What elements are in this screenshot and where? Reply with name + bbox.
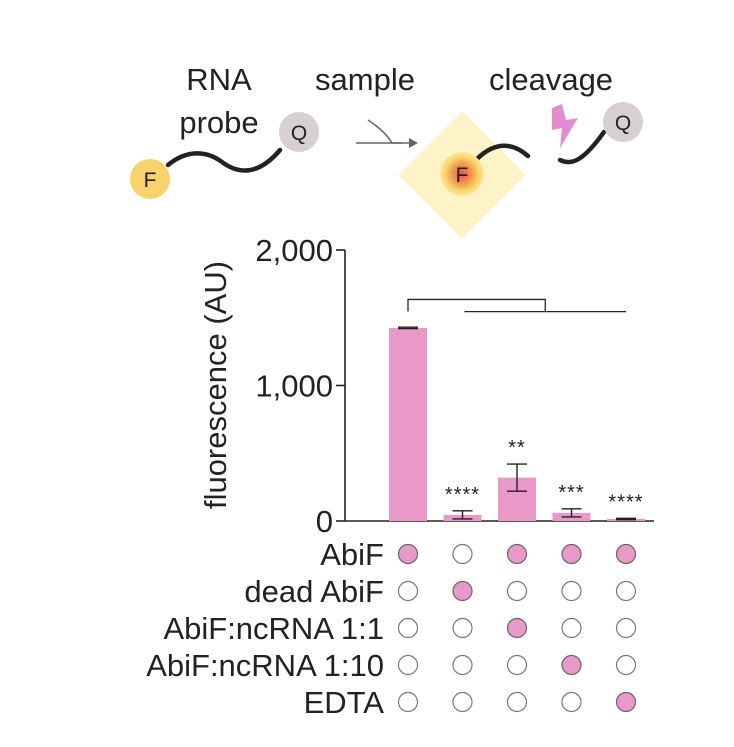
condition-dot-r0-c0 bbox=[397, 543, 419, 565]
rna-probe-label-line2: probe bbox=[179, 105, 258, 140]
condition-dot-r0-c3 bbox=[561, 543, 582, 565]
condition-label-0: AbiF bbox=[320, 537, 384, 572]
cleaved-strand-left bbox=[475, 143, 531, 161]
condition-dot-r3-c1 bbox=[452, 654, 473, 676]
condition-dot-r1-c3 bbox=[561, 580, 582, 602]
condition-dot-r3-c2 bbox=[506, 654, 528, 676]
condition-dot-r4-c0 bbox=[397, 691, 419, 713]
significance-label-2: ** bbox=[508, 437, 526, 459]
condition-label-3: AbiF:ncRNA 1:10 bbox=[146, 648, 384, 683]
rna-probe-label-line1: RNA bbox=[186, 62, 252, 97]
assay-schematic: RNA probe sample cleavage F Q F Q bbox=[130, 62, 643, 239]
y-tick-label-0: 0 bbox=[316, 504, 333, 539]
condition-dot-r0-c2 bbox=[506, 543, 528, 565]
condition-dot-r2-c0 bbox=[397, 617, 419, 639]
arrow-head-icon bbox=[409, 138, 418, 148]
condition-dot-r0-c4 bbox=[615, 543, 637, 565]
glowing-fluorophore-icon bbox=[440, 152, 484, 196]
condition-dot-r3-c0 bbox=[397, 654, 419, 676]
quencher-icon bbox=[279, 112, 319, 152]
condition-dot-r2-c1 bbox=[452, 617, 473, 639]
condition-dot-r3-c3 bbox=[561, 654, 582, 676]
condition-dot-r3-c4 bbox=[615, 654, 637, 676]
significance-bracket-stem bbox=[407, 298, 546, 312]
condition-label-4: EDTA bbox=[304, 685, 385, 720]
condition-dot-r1-c0 bbox=[397, 580, 419, 602]
significance-label-4: **** bbox=[608, 491, 643, 513]
sample-arrow-icon bbox=[367, 119, 402, 144]
quencher-letter: Q bbox=[291, 122, 307, 145]
condition-dot-r0-c1 bbox=[452, 543, 473, 565]
fluorophore-icon bbox=[130, 159, 170, 199]
condition-dot-r1-c1 bbox=[452, 580, 473, 602]
y-axis-label: fluorescence (AU) bbox=[198, 261, 233, 509]
significance-label-3: *** bbox=[558, 482, 584, 504]
lightning-bolt-icon bbox=[552, 104, 578, 148]
sample-label: sample bbox=[315, 62, 415, 97]
condition-dot-r1-c4 bbox=[615, 580, 637, 602]
bar-chart: fluorescence (AU) 01,0002,000***********… bbox=[146, 233, 654, 720]
y-tick-label-1: 1,000 bbox=[255, 369, 333, 404]
condition-dot-r4-c4 bbox=[615, 691, 637, 713]
bar-0 bbox=[389, 327, 427, 521]
condition-dot-r2-c4 bbox=[615, 617, 637, 639]
intact-rna-strand bbox=[165, 147, 283, 173]
condition-dot-r4-c3 bbox=[561, 691, 582, 713]
condition-label-2: AbiF:ncRNA 1:1 bbox=[163, 611, 384, 646]
condition-dot-r2-c3 bbox=[561, 617, 582, 639]
significance-label-1: **** bbox=[445, 484, 480, 506]
condition-dot-r2-c2 bbox=[506, 617, 528, 639]
released-quencher-icon bbox=[603, 102, 643, 142]
condition-dot-r4-c1 bbox=[452, 691, 473, 713]
released-quencher-letter: Q bbox=[615, 112, 631, 135]
condition-dot-r4-c2 bbox=[506, 691, 528, 713]
fluorophore-letter: F bbox=[144, 169, 157, 192]
glowing-fluorophore-letter: F bbox=[456, 164, 469, 187]
cleaved-strand-right bbox=[557, 129, 607, 165]
condition-label-1: dead AbiF bbox=[244, 574, 384, 609]
condition-dot-r1-c2 bbox=[506, 580, 528, 602]
y-tick-label-2: 2,000 bbox=[255, 233, 333, 268]
cleavage-label: cleavage bbox=[489, 62, 613, 97]
